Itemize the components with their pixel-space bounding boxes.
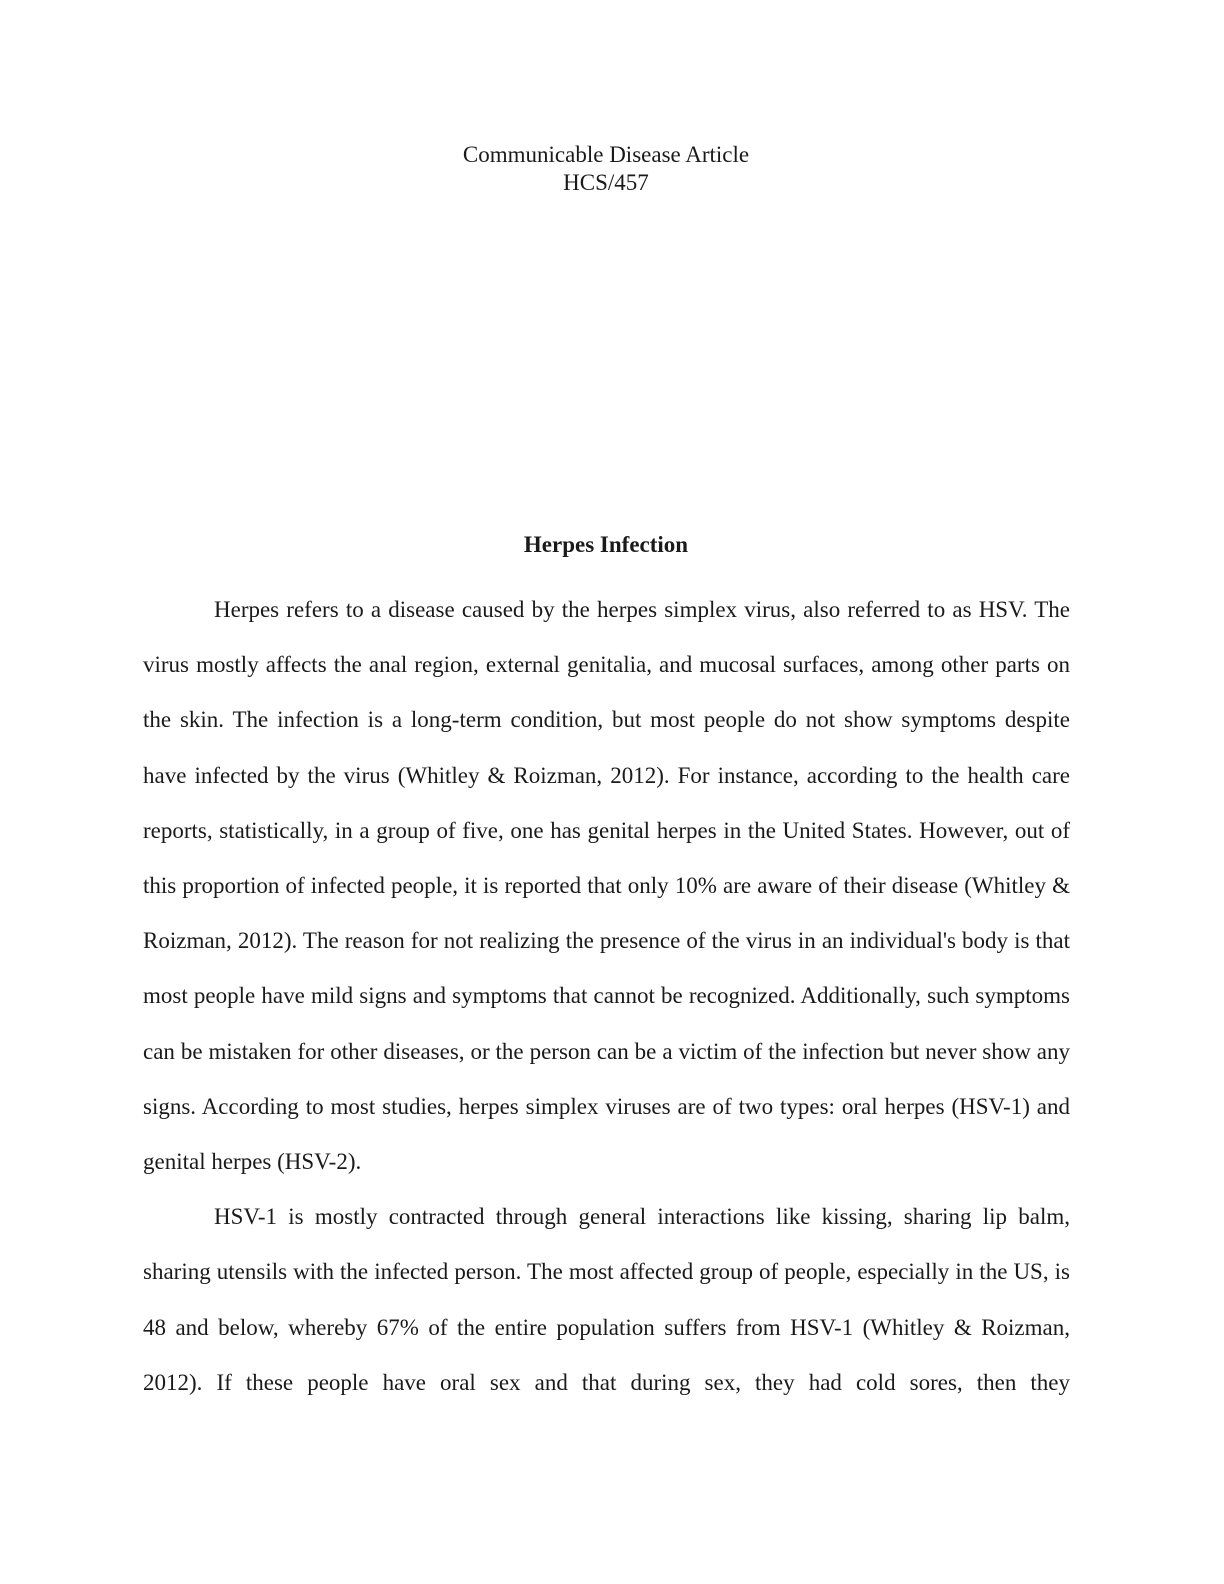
article-heading: Herpes Infection [523,532,689,557]
paragraph: Herpes refers to a disease caused by the… [143,597,1070,1175]
title-block: Communicable Disease Article HCS/457 [0,141,1212,197]
article-body: Herpes refers to a disease caused by the… [143,582,1070,1410]
paragraph: HSV-1 is mostly contracted through gener… [143,1204,1070,1395]
document-title: Communicable Disease Article [462,142,750,167]
course-code: HCS/457 [563,170,649,195]
